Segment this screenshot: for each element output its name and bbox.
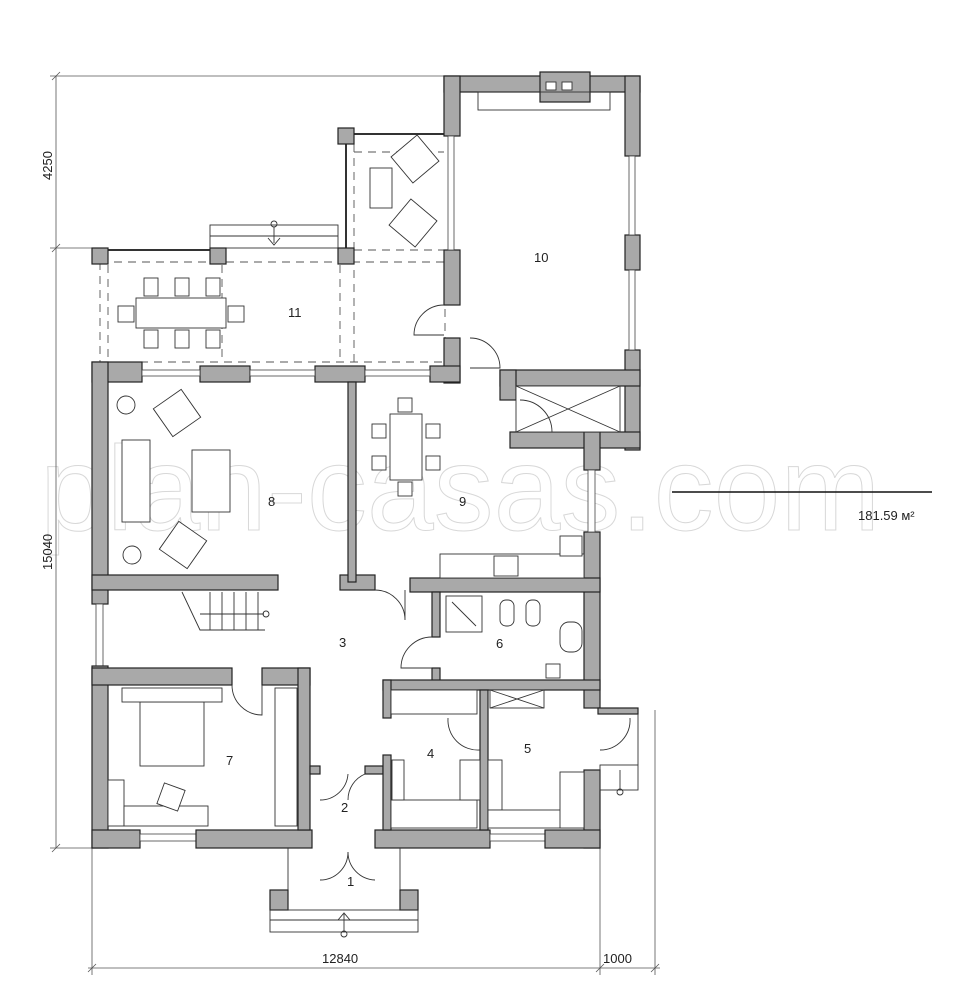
dim-12840: 12840 (322, 951, 358, 966)
area-label: 181.59 м² (858, 508, 915, 523)
room-label-3: 3 (339, 635, 346, 650)
room-label-5: 5 (524, 741, 531, 756)
dim-4250: 4250 (40, 151, 55, 180)
dim-1000: 1000 (603, 951, 632, 966)
furniture (107, 134, 585, 829)
doors (231, 304, 639, 938)
room-label-2: 2 (341, 800, 348, 815)
room-label-9: 9 (459, 494, 466, 509)
room-label-8: 8 (268, 494, 275, 509)
room-label-6: 6 (496, 636, 503, 651)
dimension-lines (50, 71, 932, 975)
room-label-4: 4 (427, 746, 434, 761)
room-label-11: 11 (288, 305, 302, 320)
room-label-10: 10 (534, 250, 548, 265)
dim-15040: 15040 (40, 534, 55, 570)
room-label-1: 1 (347, 874, 354, 889)
room-label-7: 7 (226, 753, 233, 768)
walls (91, 71, 641, 849)
watermark: plan-casas.com (40, 422, 880, 556)
